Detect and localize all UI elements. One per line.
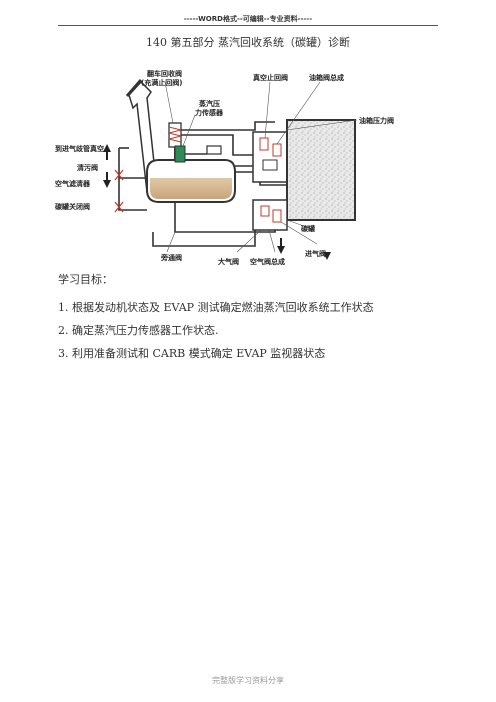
- label-rollover-valve-2: (充满止回阀): [141, 78, 182, 87]
- evap-system-diagram: 翻车回收阀 (充满止回阀) 真空止回阀 油箱阀总成 蒸汽压 力传感器 油箱压力阀…: [55, 60, 440, 275]
- valve-assembly: [252, 131, 288, 183]
- air-valve-assembly: [252, 199, 288, 231]
- objective-text: 根据发动机状态及 EVAP 测试确定燃油蒸汽回收系统工作状态: [72, 301, 374, 314]
- label-air-valve-assembly: 空气阀总成: [250, 257, 285, 266]
- objective-text: 利用准备测试和 CARB 模式确定 EVAP 监视器状态: [72, 347, 326, 360]
- objective-number: 2.: [58, 324, 69, 337]
- label-fuel-tank-pressure-valve: 油箱压力阀: [359, 116, 394, 125]
- page-title: 140 第五部分 蒸汽回收系统（碳罐）诊断: [146, 36, 350, 49]
- label-canister: 碳罐: [301, 224, 315, 233]
- learning-objectives: 学习目标： 1.根据发动机状态及 EVAP 测试确定燃油蒸汽回收系统工作状态 2…: [58, 271, 458, 368]
- objectives-heading: 学习目标：: [58, 273, 113, 286]
- objective-text: 确定蒸汽压力传感器工作状态.: [72, 324, 219, 337]
- piping: [118, 121, 287, 247]
- purge-valve-symbol: [114, 169, 124, 181]
- objective-item-3: 3.利用准备测试和 CARB 模式确定 EVAP 监视器状态: [58, 345, 458, 361]
- label-vapor-pressure-sensor-2: 力传感器: [195, 108, 224, 117]
- canister: [286, 119, 356, 221]
- label-air-filter: 空气滤清器: [55, 179, 91, 188]
- label-vacuum-check-valve: 真空止回阀: [253, 73, 288, 82]
- label-to-intake-vacuum: 到进气歧管真空: [55, 144, 104, 153]
- label-purge-valve: 清污阀: [77, 163, 98, 172]
- objective-number: 3.: [58, 347, 69, 360]
- page-header-banner: -----WORD格式--可编辑--专业资料-----: [183, 15, 313, 23]
- header-divider: [58, 25, 438, 26]
- objective-item-1: 1.根据发动机状态及 EVAP 测试确定燃油蒸汽回收系统工作状态: [58, 299, 458, 315]
- footer-watermark: 完整版学习资料分享: [212, 676, 284, 685]
- label-vapor-pressure-sensor-1: 蒸汽压: [199, 99, 220, 108]
- label-inlet-valve: 进气阀: [305, 249, 326, 258]
- leader-lines: [164, 81, 358, 253]
- label-rollover-valve-1: 翻车回收阀: [147, 69, 182, 78]
- flow-arrows: [103, 144, 331, 260]
- objective-item-2: 2.确定蒸汽压力传感器工作状态.: [58, 322, 458, 338]
- label-bypass-valve: 旁通阀: [160, 253, 182, 262]
- label-atmosphere-valve: 大气阀: [218, 257, 239, 266]
- fuel-tank: [146, 159, 236, 203]
- label-fuel-valve-assembly: 油箱阀总成: [309, 73, 344, 82]
- label-canister-close-valve: 碳罐关闭阀: [55, 202, 90, 211]
- objective-number: 1.: [58, 301, 69, 314]
- canister-close-valve-symbol: [114, 201, 124, 213]
